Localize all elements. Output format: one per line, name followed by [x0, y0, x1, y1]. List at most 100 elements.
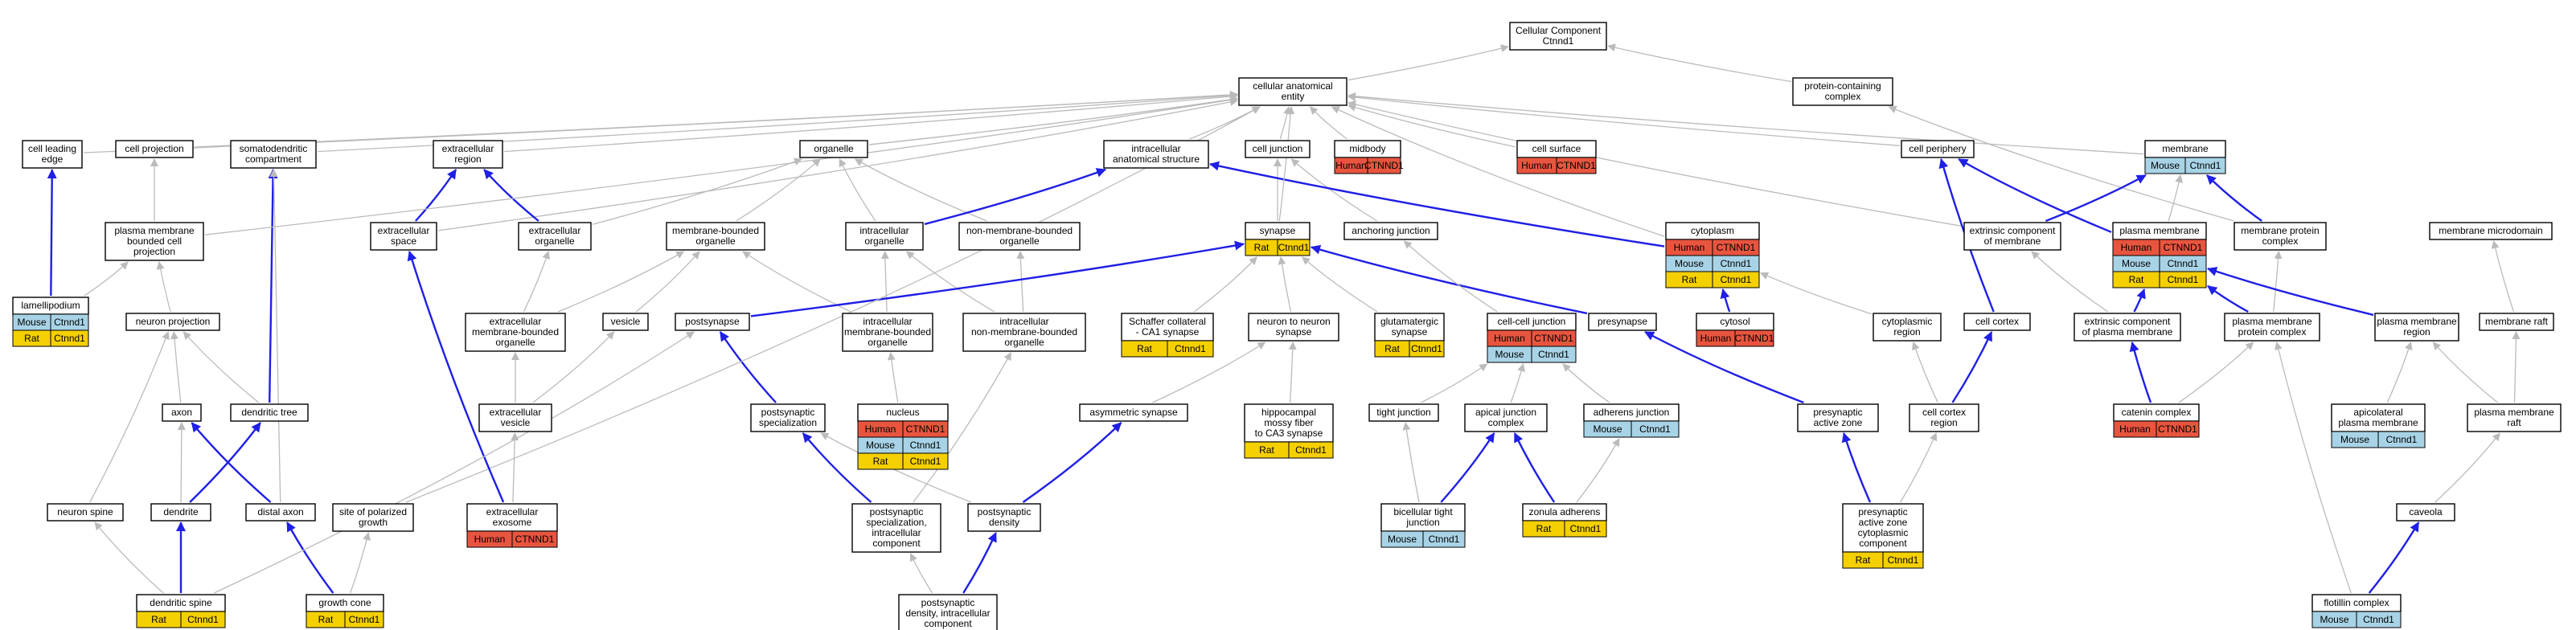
node-dtree[interactable]: dendritic tree: [230, 403, 309, 422]
node-label: neuron to neuron: [1257, 316, 1330, 327]
node-cproj[interactable]: cell projection: [115, 140, 194, 158]
node-label: organelle: [814, 143, 854, 154]
node-cper[interactable]: cell periphery: [1901, 140, 1975, 158]
node-postsyn[interactable]: postsynapse: [675, 313, 750, 331]
node-pssic[interactable]: postsynapticspecialization,intracellular…: [851, 503, 941, 553]
node-presyn[interactable]: presynapse: [1588, 313, 1657, 331]
node-box: [675, 313, 750, 331]
node-nspine[interactable]: neuron spine: [47, 503, 124, 522]
is-a-edge: [1607, 43, 1792, 83]
badge-cell: [1409, 340, 1445, 358]
node-dend[interactable]: dendrite: [150, 503, 211, 522]
node-label: somatodendritic: [240, 143, 308, 154]
is-a-edge: [523, 251, 551, 313]
node-label: cellular anatomical: [1253, 80, 1332, 92]
node-tj[interactable]: tight junction: [1368, 403, 1439, 422]
node-mmd[interactable]: membrane microdomain: [2429, 222, 2553, 240]
node-box: [1588, 313, 1657, 331]
part-of-edge: [962, 532, 997, 594]
node-ves[interactable]: vesicle: [602, 313, 649, 331]
node-label: organelle: [868, 337, 908, 348]
node-label: to CA3 synapse: [1255, 428, 1323, 439]
node-cav[interactable]: caveola: [2396, 503, 2455, 522]
badge-species: Human: [1494, 333, 1525, 344]
node-cj[interactable]: cell junction: [1245, 140, 1311, 158]
is-a-edge: [194, 91, 1238, 148]
node-mraft[interactable]: membrane raft: [2479, 313, 2554, 331]
node-label: lamellipodium: [21, 300, 80, 311]
is-a-edge: [503, 92, 1238, 153]
node-np[interactable]: neuron projection: [125, 313, 220, 331]
part-of-edge: [1958, 158, 2112, 233]
node-label: cytoplasmic: [1882, 316, 1933, 327]
node-inmbo[interactable]: intracellularnon-membrane-boundedorganel…: [962, 313, 1086, 352]
node-daxon[interactable]: distal axon: [245, 503, 316, 522]
node-asym[interactable]: asymmetric synapse: [1079, 403, 1188, 422]
badge-species: Mouse: [866, 440, 895, 451]
node-label: tight junction: [1376, 407, 1430, 418]
node-aj[interactable]: anchoring junction: [1343, 222, 1438, 240]
node-org[interactable]: organelle: [799, 140, 868, 158]
badge-gene: Ctnnd1: [1411, 343, 1442, 354]
node-label: postsynapse: [685, 316, 740, 327]
node-label: organelle: [695, 235, 736, 247]
node-axon[interactable]: axon: [162, 403, 202, 422]
badge-species: Mouse: [2151, 160, 2180, 171]
node-ccor[interactable]: cell cortex: [1963, 313, 2031, 331]
